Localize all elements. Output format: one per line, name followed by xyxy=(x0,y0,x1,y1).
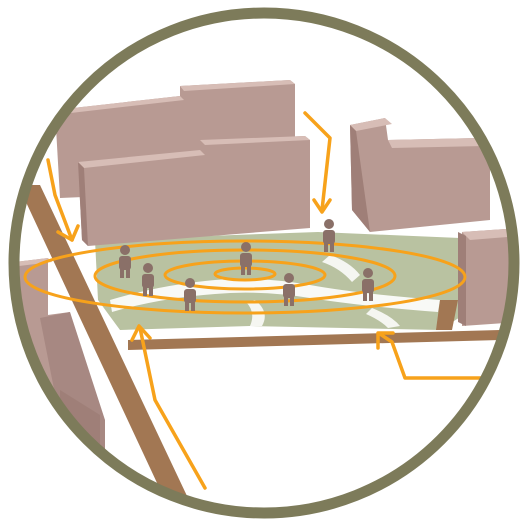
path-diagonal xyxy=(18,185,196,513)
walkway xyxy=(322,255,360,282)
person-icon xyxy=(283,273,295,306)
building-right xyxy=(350,118,490,232)
walkway xyxy=(366,308,400,328)
path-horizontal xyxy=(128,330,500,350)
building-front xyxy=(78,136,310,246)
circle-frame xyxy=(8,7,520,519)
person-icon xyxy=(142,263,154,296)
person-icon xyxy=(119,245,131,278)
arrow-icon xyxy=(376,331,487,380)
person-icon xyxy=(184,278,196,311)
person-icon xyxy=(240,242,252,275)
arrow-icon xyxy=(303,111,332,214)
person-icon xyxy=(362,268,374,301)
arrow-icon xyxy=(130,324,207,490)
path-right-side xyxy=(436,300,458,330)
person-icon xyxy=(323,219,335,252)
arrow-icon xyxy=(46,158,80,242)
ring-outer xyxy=(23,239,467,315)
